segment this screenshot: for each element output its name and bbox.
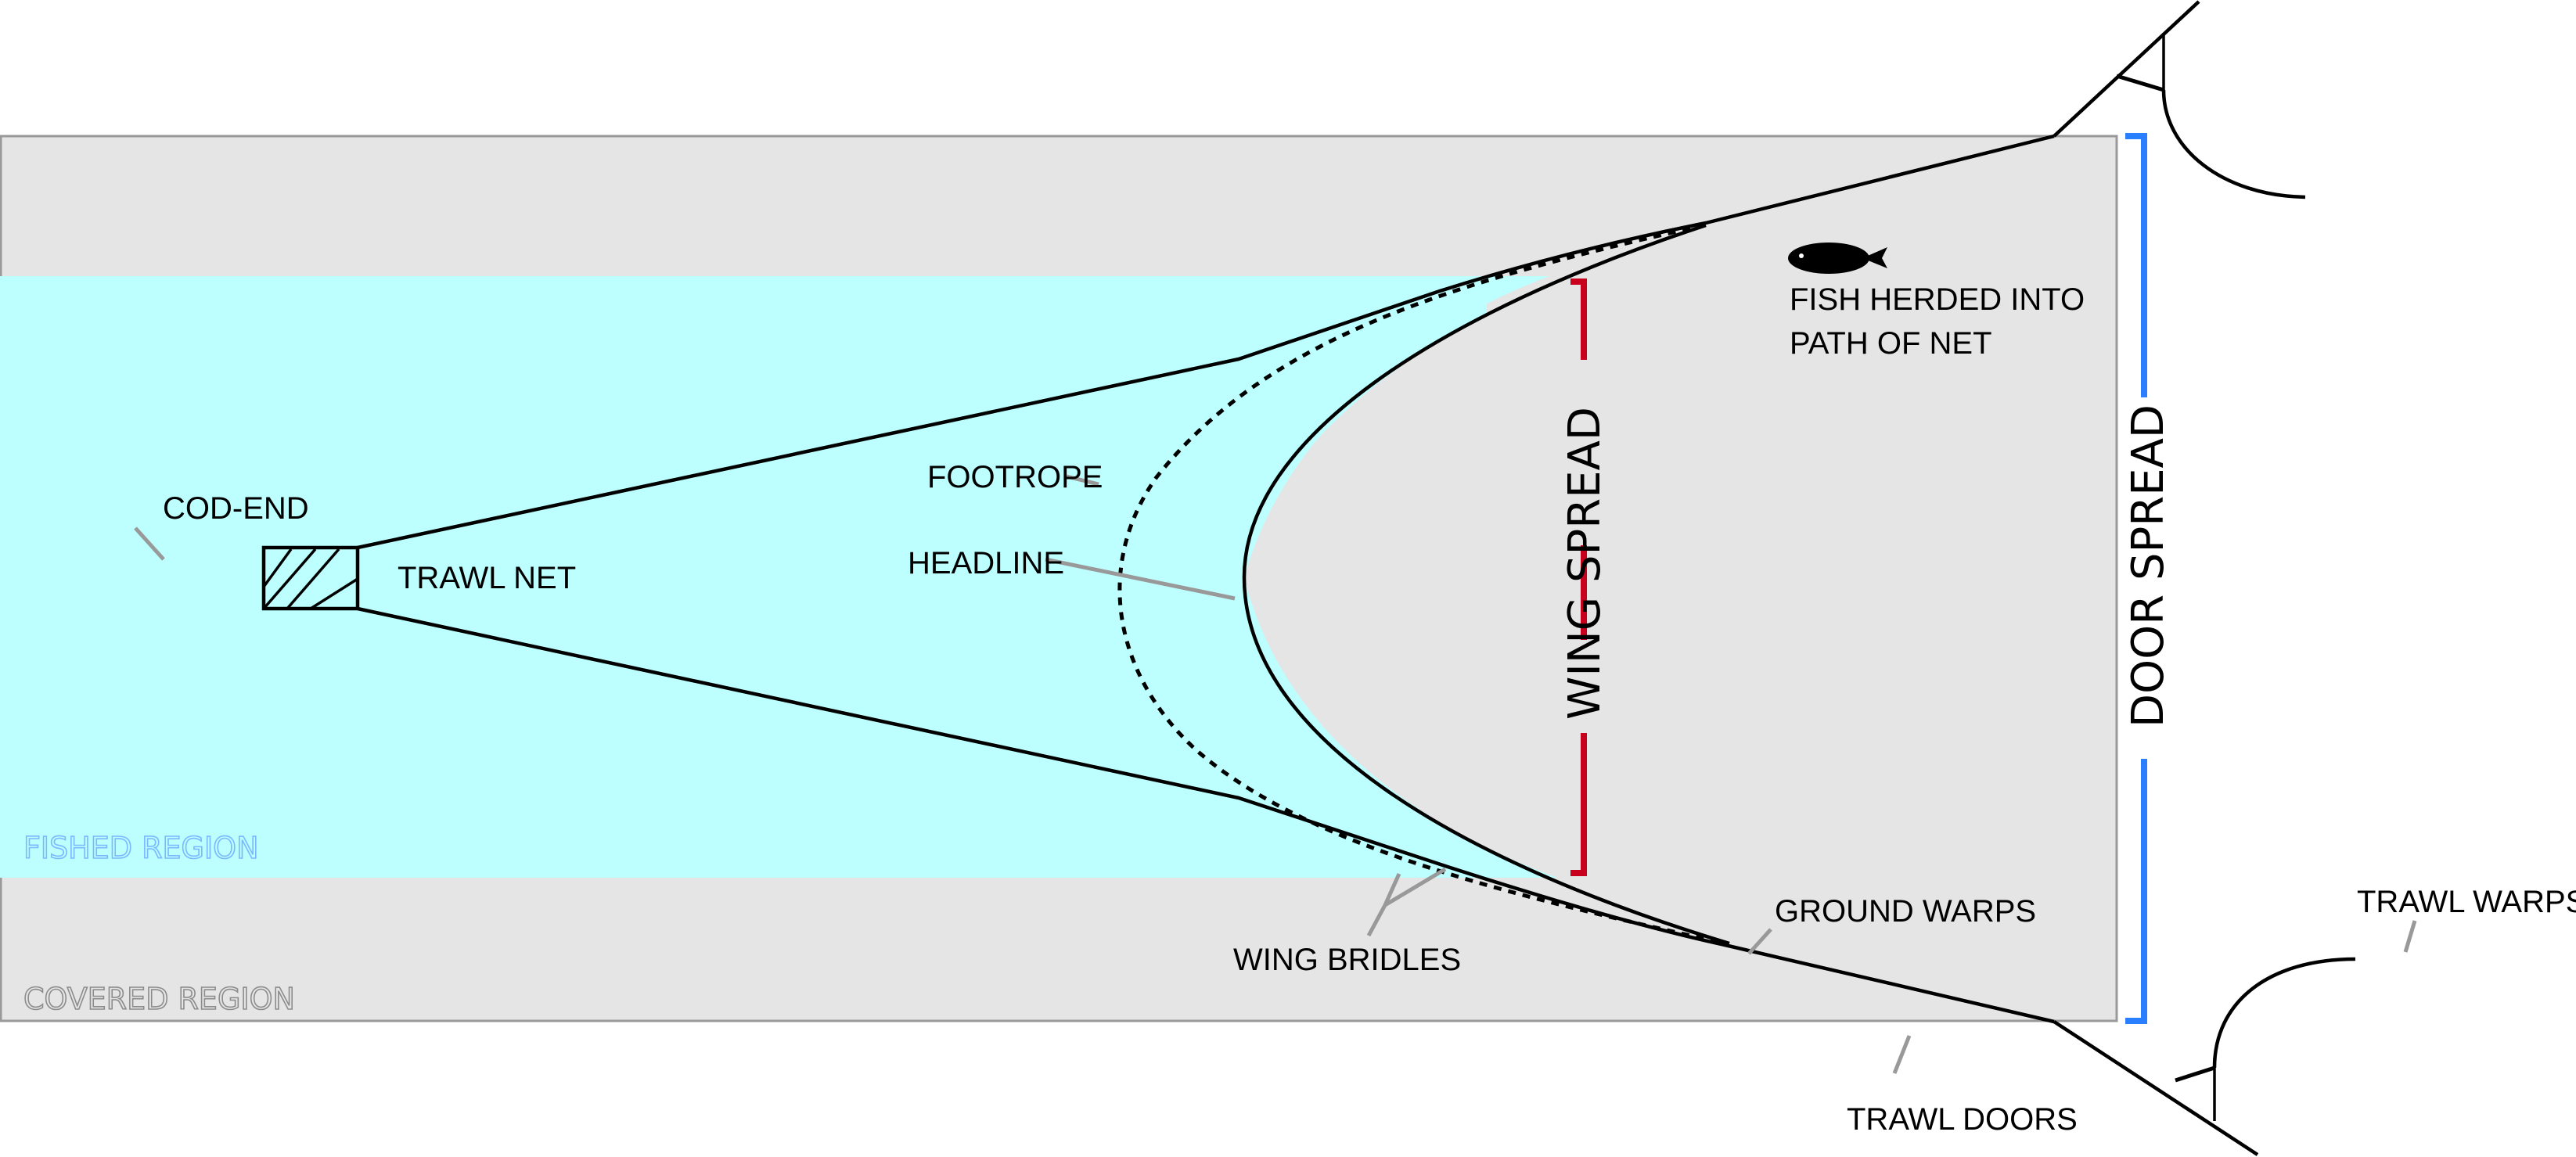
wing-bridles-label: WING BRIDLES (1233, 943, 1461, 977)
wing-spread-bracket (1570, 278, 1587, 876)
fish-label-line1: FISH HERDED INTO (1790, 282, 2085, 317)
door-spread-bracket (2125, 133, 2147, 1024)
leader-headline (1045, 557, 1236, 601)
trawl-door-top (2053, 0, 2306, 199)
cod-end-box (261, 545, 360, 611)
leader-trawl-doors (1892, 1035, 1912, 1074)
headline-curve (1242, 223, 1730, 946)
fished-region-label: FISHED REGION (23, 831, 259, 865)
ground-warps-label: GROUND WARPS (1775, 894, 2036, 929)
trawl-net-label: TRAWL NET (398, 561, 576, 595)
leader-ground-warps (1747, 928, 1772, 955)
headline-label: HEADLINE (908, 546, 1064, 580)
covered-region-label: COVERED REGION (23, 982, 295, 1016)
wing-sliver-bottom (1239, 577, 1557, 878)
fish-label-line2: PATH OF NET (1790, 326, 1992, 361)
net-mouth-area (1244, 227, 1729, 939)
leader-footrope (1066, 474, 1099, 487)
leader-cod-end (134, 526, 165, 561)
trawl-warps-label: TRAWL WARPS (2357, 885, 2576, 919)
trawl-door-bottom (2053, 957, 2356, 1156)
cod-end-label: COD-END (163, 491, 309, 526)
footrope-label: FOOTROPE (927, 460, 1103, 494)
leader-trawl-warps (2403, 920, 2417, 953)
wing-spread-label: WING SPREAD (1560, 407, 1610, 720)
trawl-net-upper-line (357, 134, 2055, 550)
wing-sliver-top (1239, 276, 1549, 577)
door-spread-label: DOOR SPREAD (2123, 404, 2174, 728)
footrope-curve (1117, 226, 1722, 945)
leader-wing-bridles-2 (1383, 867, 1447, 907)
trawl-doors-label: TRAWL DOORS (1847, 1102, 2078, 1137)
fished-region (0, 276, 1487, 878)
fish-icon (1788, 243, 1887, 274)
